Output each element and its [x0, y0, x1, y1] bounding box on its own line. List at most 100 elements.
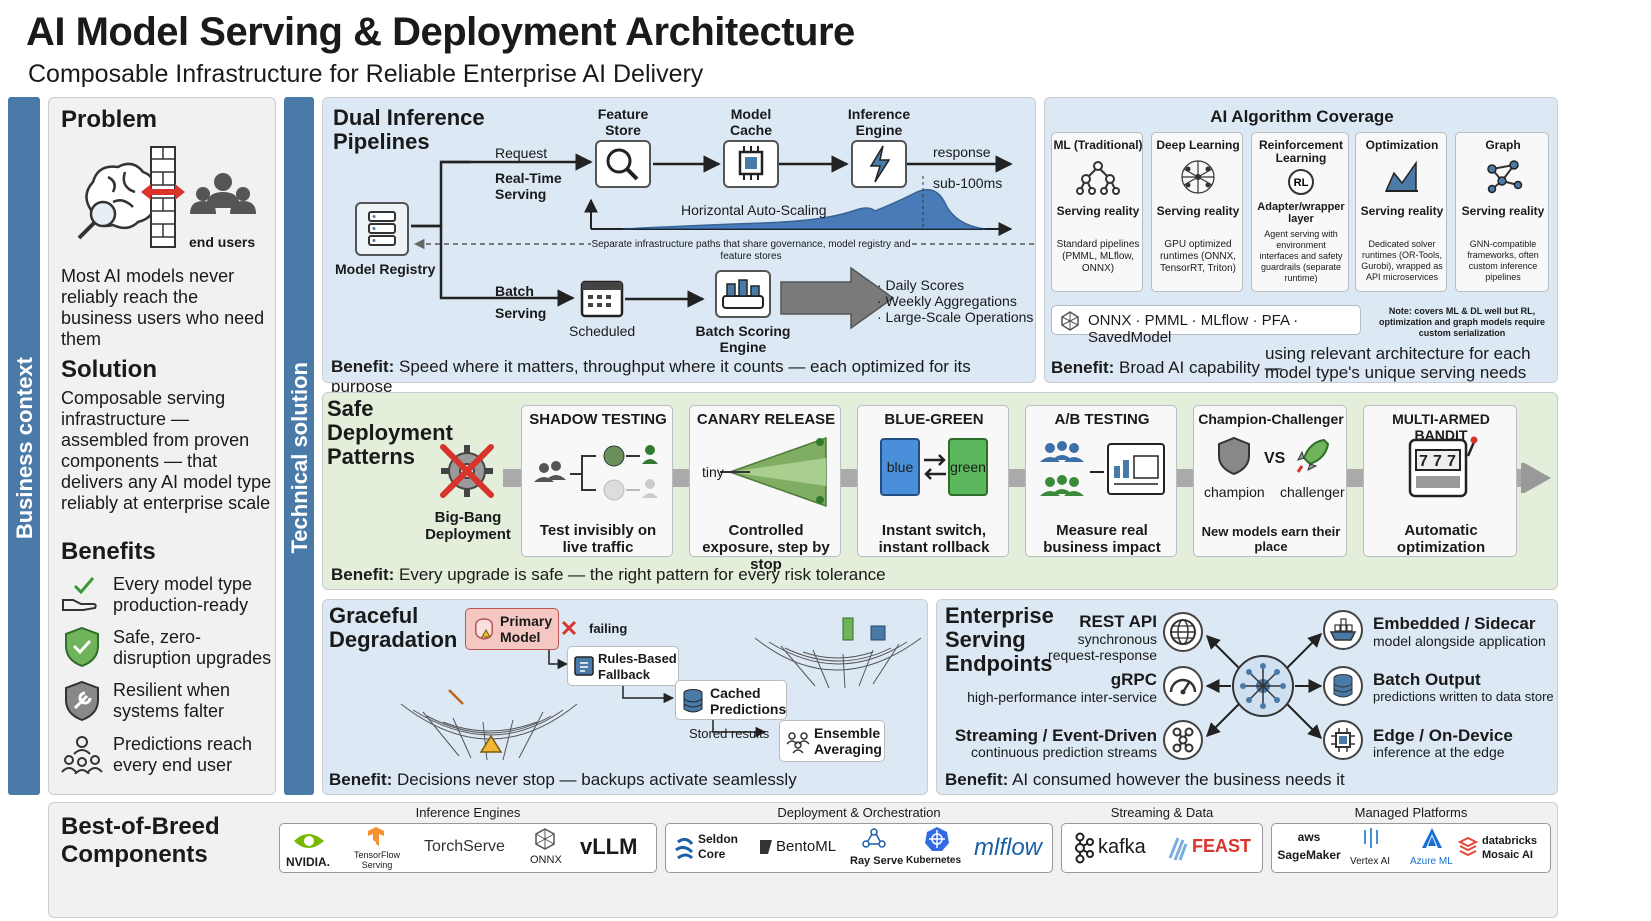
- comp-feast: FEAST: [1192, 836, 1252, 856]
- batch-serving-label: Batch Serving: [495, 283, 547, 321]
- database-stack-icon: [1323, 666, 1363, 706]
- endpoint-embedded-title: Embedded / Sidecar: [1373, 614, 1536, 633]
- feature-store-box: [595, 140, 651, 188]
- coverage-card-dl: Deep Learning Serving reality GPU optimi…: [1151, 132, 1243, 292]
- chip-icon: [738, 146, 764, 180]
- coverage-card-graph: Graph Serving reality GNN-compatible fra…: [1455, 132, 1549, 292]
- hub-icon: [1232, 655, 1294, 717]
- degradation-benefit-text: Decisions never stop — backups activate …: [397, 770, 797, 789]
- coverage-card-ml: ML (Traditional) Serving reality Standar…: [1051, 132, 1143, 292]
- coverage-card-mid: Serving reality: [1461, 204, 1545, 218]
- benefits-heading: Benefits: [61, 538, 156, 565]
- separate-infra-note: Separate infrastructure paths that share…: [591, 239, 911, 263]
- comp-kafka: kafka: [1098, 836, 1146, 858]
- benefit-item-4: Predictions reach every end user: [113, 734, 253, 775]
- svg-text:7: 7: [1433, 453, 1442, 470]
- bentoml-logo-icon: [760, 840, 772, 854]
- degradation-heading: Graceful Degradation: [329, 603, 458, 652]
- comp-azure: Azure ML: [1410, 856, 1453, 867]
- coverage-card-mid: Serving reality: [1156, 204, 1240, 218]
- brain-alert-icon: [474, 618, 494, 640]
- inference-engine-box: [851, 140, 907, 188]
- group-deployment-orchestration: Seldon Core BentoML Ray Serve Kubernetes…: [665, 823, 1053, 873]
- model-registry-icon: [355, 202, 409, 256]
- endpoints-benefit: Benefit: AI consumed however the busines…: [945, 770, 1345, 790]
- pattern-shadow-testing: SHADOW TESTING Test invisibly on live tr…: [521, 405, 673, 557]
- pattern-desc: Instant switch, instant rollback: [878, 522, 990, 556]
- pattern-title: SHADOW TESTING: [529, 411, 667, 428]
- failing-label: failing: [589, 621, 628, 636]
- ensemble-averaging-box: Ensemble Averaging: [779, 720, 885, 762]
- canary-tiny-label: tiny: [702, 464, 724, 480]
- comp-bentoml: BentoML: [776, 838, 837, 855]
- endpoints-benefit-label: Benefit:: [945, 770, 1009, 789]
- serving-endpoints-panel: Enterprise Serving Endpoints REST API sy…: [936, 599, 1558, 795]
- comp-vertex: Vertex AI: [1350, 856, 1391, 867]
- big-bang-label: Big-Bang Deployment: [425, 509, 511, 543]
- page-subtitle: Composable Infrastructure for Reliable E…: [28, 60, 704, 88]
- deployment-benefit-label: Benefit:: [331, 565, 395, 584]
- deployment-benefit-text: Every upgrade is safe — the right patter…: [399, 565, 886, 584]
- coverage-benefit-label: Benefit:: [1051, 358, 1115, 377]
- rl-loop-icon: RL: [1288, 169, 1314, 195]
- benefit-item-1: Every model type production-ready: [113, 574, 253, 615]
- benefit-item-3: Resilient when systems falter: [113, 680, 231, 721]
- primary-model-label: Primary Model: [500, 613, 553, 645]
- onnx-icon: [1061, 311, 1079, 331]
- batch-output-2: · Weekly Aggregations: [877, 293, 1017, 309]
- ensemble-averaging-label: Ensemble Averaging: [814, 725, 882, 757]
- users-network-icon: [61, 736, 103, 774]
- coverage-card-desc: Standard pipelines (PMML, MLflow, ONNX): [1056, 239, 1140, 274]
- deployment-benefit: Benefit: Every upgrade is safe — the rig…: [331, 565, 886, 585]
- azure-logo-icon: [1422, 828, 1442, 848]
- hand-check-icon: [62, 577, 97, 611]
- rules-fallback-label: Rules-Based Fallback: [598, 651, 677, 682]
- rules-icon: [574, 656, 594, 676]
- comp-kubernetes: Kubernetes: [906, 855, 962, 866]
- batch-output-1: · Daily Scores: [877, 277, 965, 293]
- comp-tensorflow: TensorFlow Serving: [353, 850, 400, 870]
- endpoint-edge-sub: inference at the edge: [1373, 744, 1505, 760]
- vs-label: VS: [1264, 450, 1286, 467]
- coverage-card-optimization: Optimization Serving reality Dedicated s…: [1355, 132, 1447, 292]
- canary-funnel-icon: [720, 436, 827, 508]
- end-users-label: end users: [189, 234, 256, 250]
- graceful-degradation-panel: Graceful Degradation Primary Model faili…: [322, 599, 928, 795]
- stream-nodes-icon: [1163, 720, 1203, 760]
- pattern-champion-challenger: Champion-Challenger VS champion challeng…: [1193, 405, 1347, 557]
- endpoint-grpc-title: gRPC: [1110, 670, 1157, 689]
- ensemble-users-icon: [786, 732, 810, 754]
- group-managed-platforms: aws SageMaker Vertex AI Azure ML databri…: [1271, 823, 1551, 873]
- pattern-desc: New models earn their place: [1201, 524, 1341, 554]
- inference-engine-label: Inference Engine: [847, 106, 911, 138]
- tensorflow-logo-icon: [368, 827, 384, 846]
- pattern-canary-release: CANARY RELEASE tiny Controlled exposure,…: [689, 405, 841, 573]
- group-streaming-data: kafka FEAST: [1061, 823, 1263, 873]
- group-managed-label: Managed Platforms: [1354, 805, 1468, 820]
- pattern-title: Champion-Challenger: [1198, 411, 1344, 427]
- pipelines-heading: Dual Inference Pipelines: [333, 105, 485, 154]
- graph-icon: [1487, 160, 1523, 194]
- switch-arrows-icon: [924, 454, 946, 480]
- pattern-ab-testing: A/B TESTING Measure real business impact: [1025, 405, 1177, 557]
- shadow-split-icon: [534, 445, 658, 501]
- coverage-note: Note: covers ML & DL well but RL, optimi…: [1378, 306, 1546, 338]
- comp-vllm: vLLM: [580, 834, 638, 859]
- page-title: AI Model Serving & Deployment Architectu…: [26, 10, 855, 54]
- vertex-logo-icon: [1364, 828, 1378, 848]
- pattern-desc: Automatic optimization: [1396, 522, 1486, 556]
- ray-logo-icon: [862, 828, 886, 848]
- pattern-title: A/B TESTING: [1054, 411, 1150, 428]
- shield-wrench-icon: [65, 680, 99, 722]
- speedometer-icon: [1163, 666, 1203, 706]
- green-environment-box: green: [948, 438, 988, 496]
- coverage-benefit-text: Broad AI capability —: [1119, 358, 1282, 377]
- seldon-logo-icon: [675, 837, 694, 860]
- coverage-benefit-tail: using relevant architecture for each mod…: [1265, 344, 1531, 382]
- deployment-heading: Safe Deployment Patterns: [327, 396, 453, 469]
- endpoint-batch-sub: predictions written to data store: [1373, 689, 1554, 704]
- cached-predictions-box: Cached Predictions: [675, 680, 787, 720]
- coverage-card-desc: Agent serving with environment interface…: [1259, 229, 1343, 283]
- primary-model-box: Primary Model: [465, 608, 559, 650]
